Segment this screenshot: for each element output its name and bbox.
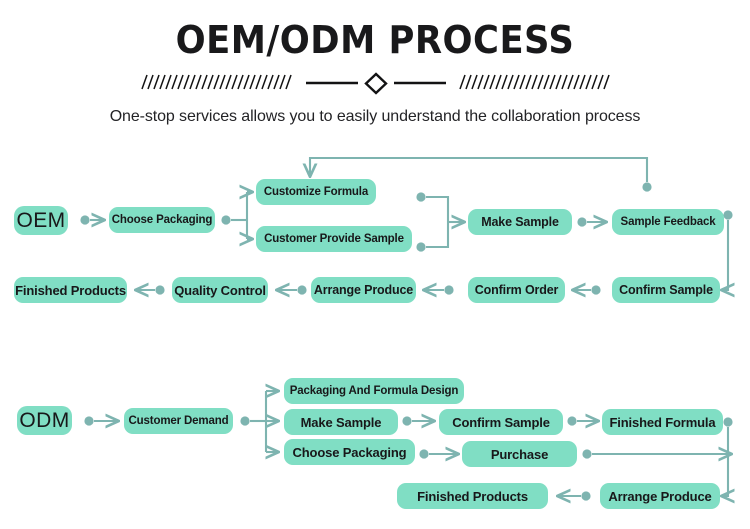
node-oem-customize-formula[interactable]: Customize Formula [256,179,376,205]
node-odm-confirm-sample[interactable]: Confirm Sample [439,409,563,435]
connector-line [426,195,450,222]
diamond-icon [364,72,388,95]
connector-dot [402,416,412,426]
connector-dot [642,182,652,192]
node-oem-finished-products[interactable]: Finished Products [14,277,127,303]
divider [141,72,610,95]
oem-anchor[interactable]: OEM [14,206,68,235]
connector-dot [297,285,307,295]
node-oem-confirm-order[interactable]: Confirm Order [468,277,565,303]
node-odm-packaging-and-formula-design[interactable]: Packaging And Formula Design [284,378,464,404]
node-oem-choose-packaging[interactable]: Choose Packaging [109,207,215,233]
node-odm-finished-products[interactable]: Finished Products [397,483,548,509]
connector-dot [577,217,587,227]
connector-line [722,220,728,290]
node-odm-make-sample[interactable]: Make Sample [284,409,398,435]
connector-dot [444,285,454,295]
connector-dot [416,192,426,202]
node-oem-customer-provide-sample[interactable]: Customer Provide Sample [256,226,412,252]
subtitle: One-stop services allows you to easily u… [109,108,641,125]
connector-dot [155,285,165,295]
connector-line [426,222,450,249]
node-oem-confirm-sample[interactable]: Confirm Sample [612,277,720,303]
connector-dot [80,215,90,225]
connector-line [722,427,728,496]
node-oem-sample-feedback[interactable]: Sample Feedback [612,209,724,235]
node-oem-arrange-produce[interactable]: Arrange Produce [311,277,416,303]
node-oem-quality-control[interactable]: Quality Control [172,277,268,303]
connector-dot [419,449,429,459]
node-odm-finished-formula[interactable]: Finished Formula [602,409,723,435]
node-odm-choose-packaging[interactable]: Choose Packaging [284,439,415,465]
connector-dot [723,417,733,427]
connector-dot [567,416,577,426]
node-odm-purchase[interactable]: Purchase [462,441,577,467]
node-odm-customer-demand[interactable]: Customer Demand [124,408,233,434]
connector-dot [240,416,250,426]
page-title: OEM/ODM PROCESS [175,18,575,62]
connector-dot [582,449,592,459]
hatched-lines-right-icon [459,74,610,90]
hatched-lines-left-icon [141,74,292,90]
header: OEM/ODM PROCESS [0,0,750,148]
connector-dot [221,215,231,225]
odm-anchor[interactable]: ODM [17,406,72,435]
connector-dot [581,491,591,501]
node-odm-arrange-produce[interactable]: Arrange Produce [600,483,720,509]
connector-dot [416,242,426,252]
node-oem-make-sample[interactable]: Make Sample [468,209,572,235]
connector-dot [723,210,733,220]
connector-dot [591,285,601,295]
connector-dot [84,416,94,426]
